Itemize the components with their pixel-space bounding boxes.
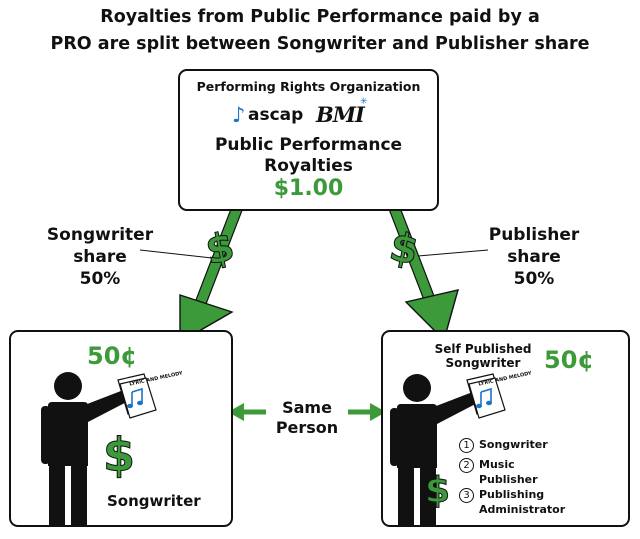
publisher-share-label: Publisher share 50% xyxy=(464,224,604,290)
bmi-logo: BMI xyxy=(316,102,365,127)
role-label: Music xyxy=(479,458,515,471)
self-published-amount: 50¢ xyxy=(544,346,595,374)
songwriter-share-line-2: share xyxy=(73,247,127,267)
self-published-heading: Self Published Songwriter xyxy=(421,342,545,370)
self-published-line-2: Songwriter xyxy=(445,356,521,370)
role-label-line-2: Publisher xyxy=(479,473,538,486)
songwriter-share-line-1: Songwriter xyxy=(46,225,154,245)
role-item-3: 3 Publishing Administrator xyxy=(459,488,565,516)
pro-label-line-1: Public Performance xyxy=(214,135,403,155)
publisher-share-line-1: Publisher xyxy=(488,225,580,245)
self-published-line-1: Self Published xyxy=(434,342,532,356)
pro-heading: Performing Rights Organization xyxy=(196,79,421,94)
role-number: 2 xyxy=(459,458,474,473)
role-item-1: 1 Songwriter xyxy=(459,438,548,453)
dollar-sign-icon: $ xyxy=(424,470,451,512)
pro-amount: $1.00 xyxy=(273,176,344,201)
songwriter-amount: 50¢ xyxy=(87,342,138,370)
songwriter-share-leader xyxy=(139,249,213,259)
publisher-share-line-2: share xyxy=(507,247,561,267)
role-number: 3 xyxy=(459,488,474,503)
songwriter-share-label: Songwriter share 50% xyxy=(30,224,170,290)
songwriter-share-percent: 50% xyxy=(79,269,121,289)
same-person-label: Same Person xyxy=(262,398,352,438)
title-line-1: Royalties from Public Performance paid b… xyxy=(100,7,540,27)
title-line-2: PRO are split between Songwriter and Pub… xyxy=(50,34,590,54)
role-label: Publishing xyxy=(479,488,545,501)
same-person-line-1: Same xyxy=(282,398,332,417)
role-item-2: 2 Music Publisher xyxy=(459,458,538,486)
role-number: 1 xyxy=(459,438,474,453)
songwriter-box: 50¢ LYRIC AND MELODY $ Songwriter xyxy=(9,330,233,527)
role-label: Songwriter xyxy=(479,438,548,451)
pro-box: Performing Rights Organization ♪ ascap B… xyxy=(178,69,439,211)
ascap-logo: ascap xyxy=(248,105,304,125)
bmi-star-icon: ✳ xyxy=(360,97,368,107)
publisher-share-leader xyxy=(417,249,489,257)
self-published-box: Self Published Songwriter 50¢ LYRIC AND … xyxy=(381,330,630,527)
songwriter-caption: Songwriter xyxy=(107,492,201,510)
pro-logos: ♪ ascap BMI ✳ xyxy=(232,97,382,129)
music-note-icon: ♪ xyxy=(232,103,246,127)
role-label-line-2: Administrator xyxy=(479,503,566,516)
publisher-share-percent: 50% xyxy=(513,269,555,289)
same-person-line-2: Person xyxy=(275,418,339,437)
double-arrow-icon xyxy=(228,403,386,421)
pro-label-line-2: Royalties xyxy=(264,156,353,176)
dollar-sign-icon: $ xyxy=(102,428,136,483)
